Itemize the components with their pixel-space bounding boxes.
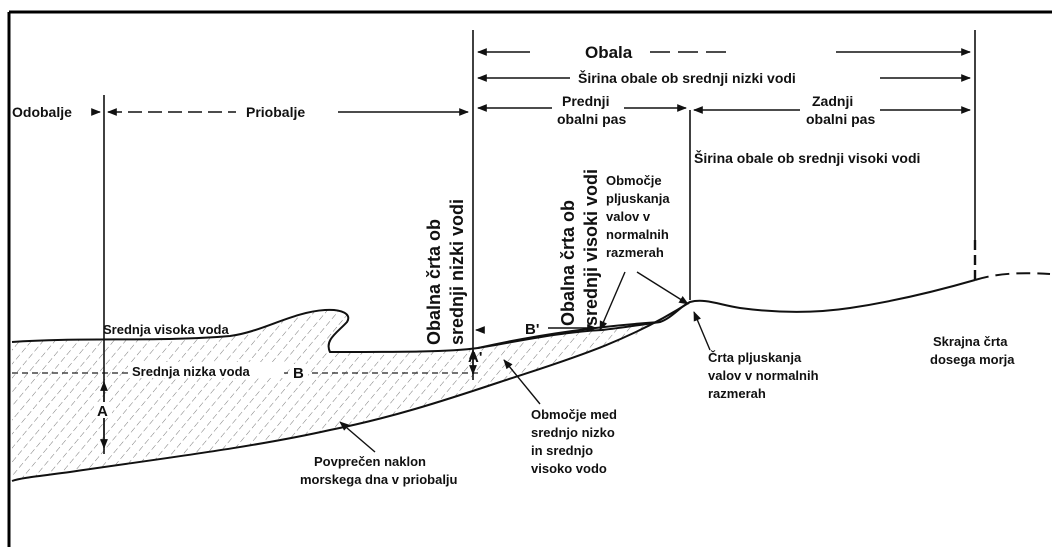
reach-line-text: Skrajna črta [933,334,1008,349]
label-shoreline-high-1: Obalna črta ob [558,200,578,326]
label-prednji-1: Prednji [562,93,609,109]
marker-a-prime: A' [468,349,482,366]
marker-b: B [293,365,304,382]
label-sirina-visoki: Širina obale ob srednji visoki vodi [694,149,920,166]
label-zadnji-2: obalni pas [806,111,875,127]
label-mean-high-water: Srednja visoka voda [103,322,229,337]
swash-zone-line: Območje [606,173,662,188]
intertidal-text: in srednjo [531,443,593,458]
label-shoreline-high-2: srednji visoki vodi [581,169,601,326]
slope-text: Povprečen naklon [314,454,426,469]
label-shoreline-low-2: srednji nizki vodi [447,199,467,345]
intertidal-text: Območje med [531,407,617,422]
reach-line-text: dosega morja [930,352,1015,367]
swash-line-text: razmerah [708,386,766,401]
swash-line-text: valov v normalnih [708,368,819,383]
swash-zone-line: pljuskanja [606,191,670,206]
swash-line-text: Črta pljuskanja [708,350,802,365]
intertidal-text: visoko vodo [531,461,607,476]
swash-zone-line: normalnih [606,227,669,242]
label-prednji-2: obalni pas [557,111,626,127]
label-mean-low-water: Srednja nizka voda [132,364,251,379]
swash-zone-line: valov v [606,209,651,224]
label-zadnji-1: Zadnji [812,93,853,109]
marker-b-prime: B' [525,321,539,338]
label-priobalje: Priobalje [246,104,305,120]
slope-text: morskega dna v priobalju [300,472,458,487]
label-odobalje: Odobalje [12,104,72,120]
label-obala: Obala [585,43,633,62]
intertidal-text: srednjo nizko [531,425,615,440]
label-shoreline-low-1: Obalna črta ob [424,219,444,345]
marker-a: A [97,403,108,420]
label-sirina-nizki: Širina obale ob srednji nizki vodi [578,69,796,86]
swash-zone-line: razmerah [606,245,664,260]
